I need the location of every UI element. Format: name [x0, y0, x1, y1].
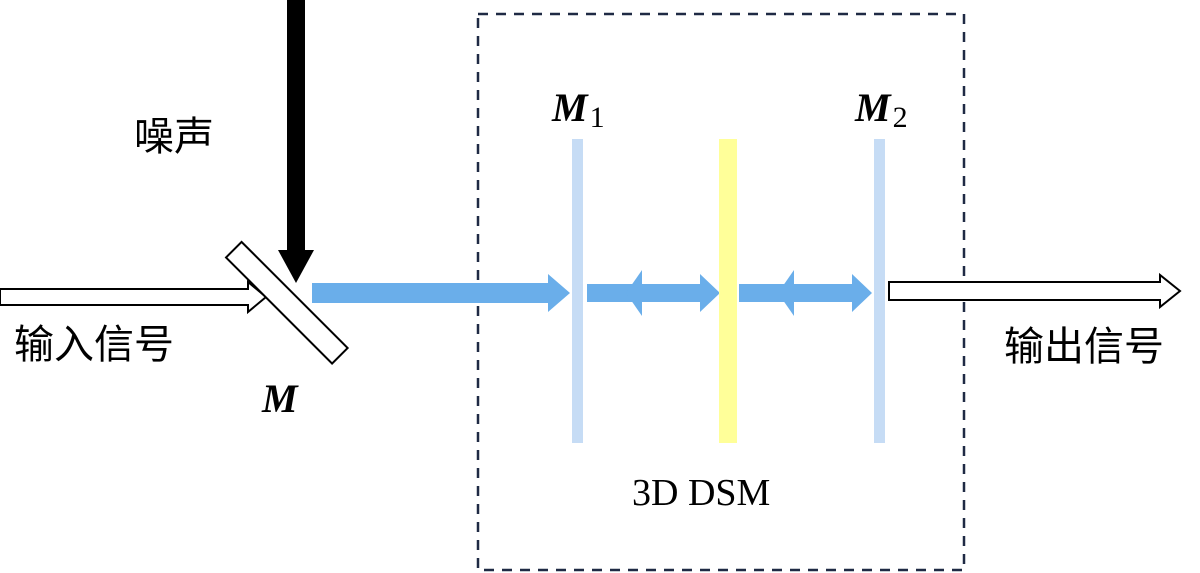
mirror-m2-label: M2 [854, 85, 908, 134]
noise-label: 噪声 [134, 114, 214, 160]
beam-segment-2 [587, 270, 720, 316]
mirror-m1 [572, 139, 583, 443]
beam-segment-3 [739, 270, 872, 316]
output-signal-label: 输出信号 [1004, 324, 1164, 370]
dsm-caption: 3D DSM [632, 472, 770, 514]
center-element [719, 139, 737, 443]
mirror-m [224, 240, 350, 365]
beam-segment-1 [312, 274, 570, 312]
input-signal-label: 输入信号 [14, 322, 174, 368]
noise-arrow [278, 0, 314, 283]
mirror-m-label: M [261, 376, 299, 421]
output-signal-arrow [888, 272, 1182, 310]
mirror-m1-label: M1 [551, 85, 605, 134]
input-signal-arrow [0, 279, 268, 315]
mirror-m2 [874, 139, 885, 443]
